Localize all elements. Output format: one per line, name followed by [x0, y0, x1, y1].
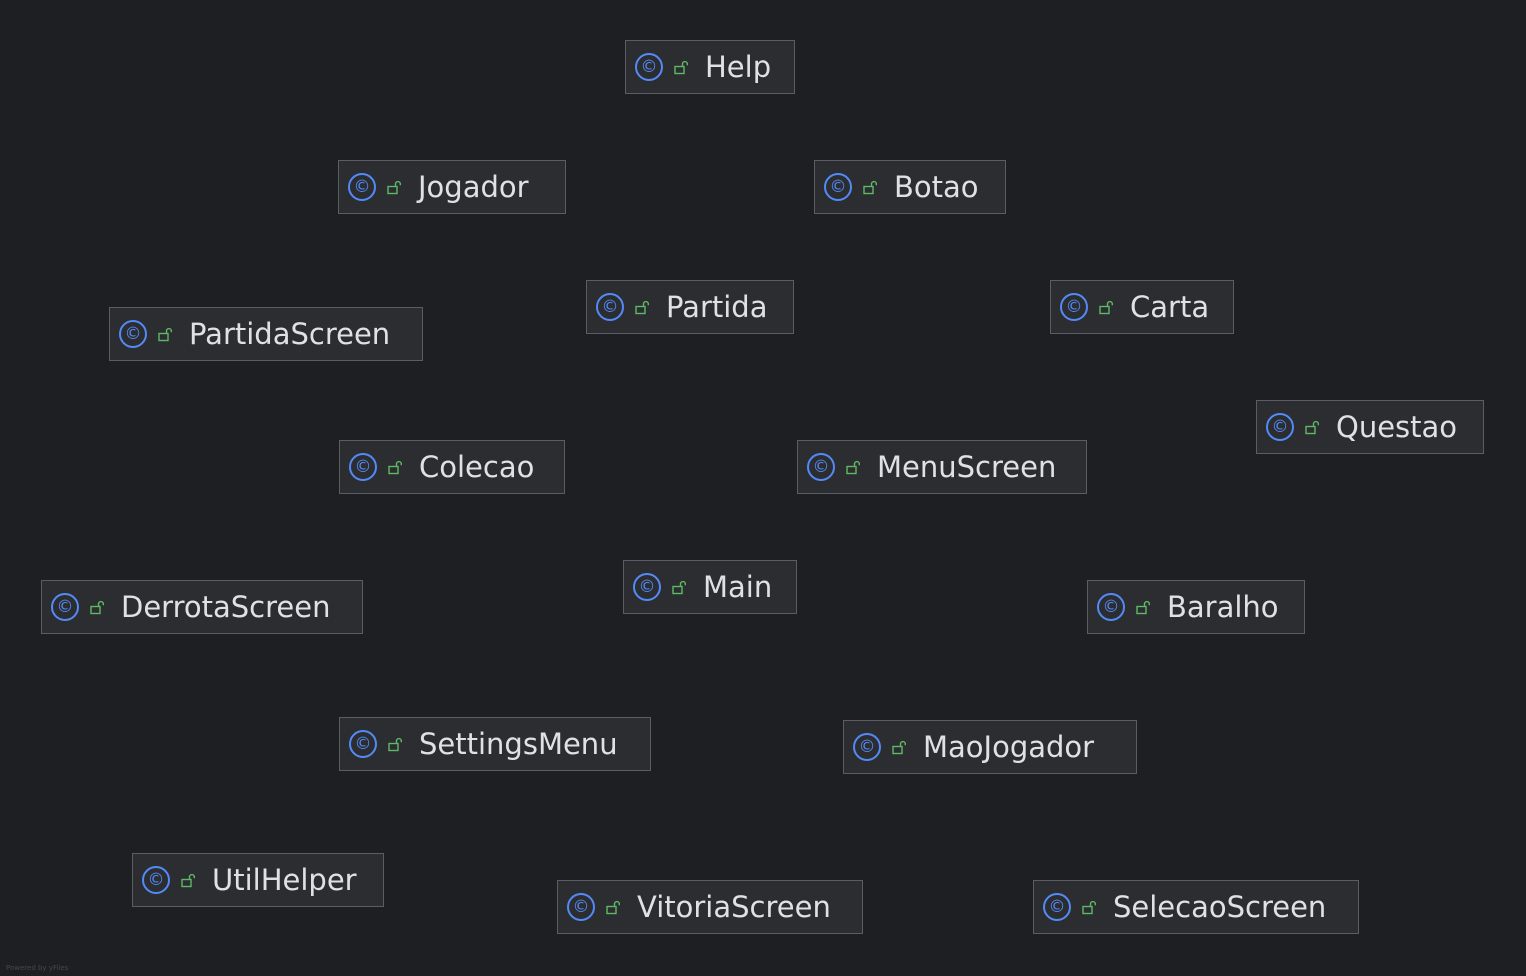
- public-lock-icon: [862, 179, 878, 195]
- class-name-label: Carta: [1130, 290, 1210, 324]
- class-node-questao[interactable]: © Questao: [1256, 400, 1484, 454]
- class-icon: ©: [51, 593, 79, 621]
- class-icon: ©: [119, 320, 147, 348]
- class-node-derrota-screen[interactable]: © DerrotaScreen: [41, 580, 363, 634]
- class-name-label: Botao: [894, 170, 979, 204]
- class-icon: ©: [635, 53, 663, 81]
- class-name-label: MaoJogador: [923, 730, 1095, 764]
- public-lock-icon: [1098, 299, 1114, 315]
- public-lock-icon: [1135, 599, 1151, 615]
- class-icon: ©: [1097, 593, 1125, 621]
- public-lock-icon: [180, 872, 196, 888]
- class-node-carta[interactable]: © Carta: [1050, 280, 1234, 334]
- public-lock-icon: [891, 739, 907, 755]
- class-node-mao-jogador[interactable]: © MaoJogador: [843, 720, 1137, 774]
- class-icon: ©: [1043, 893, 1071, 921]
- class-node-partida[interactable]: © Partida: [586, 280, 794, 334]
- class-node-selecao-screen[interactable]: © SelecaoScreen: [1033, 880, 1359, 934]
- class-icon: ©: [349, 730, 377, 758]
- class-name-label: PartidaScreen: [189, 317, 391, 351]
- class-name-label: SettingsMenu: [419, 727, 618, 761]
- class-name-label: UtilHelper: [212, 863, 357, 897]
- class-node-partida-screen[interactable]: © PartidaScreen: [109, 307, 423, 361]
- public-lock-icon: [89, 599, 105, 615]
- public-lock-icon: [387, 459, 403, 475]
- footer-watermark: Powered by yFiles: [6, 964, 69, 972]
- public-lock-icon: [386, 179, 402, 195]
- public-lock-icon: [1081, 899, 1097, 915]
- class-name-label: Baralho: [1167, 590, 1279, 624]
- class-name-label: DerrotaScreen: [121, 590, 331, 624]
- class-icon: ©: [349, 453, 377, 481]
- class-name-label: Colecao: [419, 450, 535, 484]
- class-icon: ©: [567, 893, 595, 921]
- class-node-help[interactable]: © Help: [625, 40, 795, 94]
- class-node-jogador[interactable]: © Jogador: [338, 160, 566, 214]
- class-icon: ©: [1266, 413, 1294, 441]
- class-node-main[interactable]: © Main: [623, 560, 797, 614]
- class-node-baralho[interactable]: © Baralho: [1087, 580, 1305, 634]
- class-node-colecao[interactable]: © Colecao: [339, 440, 565, 494]
- public-lock-icon: [157, 326, 173, 342]
- class-node-vitoria-screen[interactable]: © VitoriaScreen: [557, 880, 863, 934]
- class-node-util-helper[interactable]: © UtilHelper: [132, 853, 384, 907]
- class-name-label: VitoriaScreen: [637, 890, 831, 924]
- public-lock-icon: [605, 899, 621, 915]
- class-node-menu-screen[interactable]: © MenuScreen: [797, 440, 1087, 494]
- class-name-label: Help: [705, 50, 772, 84]
- class-icon: ©: [633, 573, 661, 601]
- public-lock-icon: [671, 579, 687, 595]
- class-node-settings-menu[interactable]: © SettingsMenu: [339, 717, 651, 771]
- class-icon: ©: [824, 173, 852, 201]
- class-name-label: SelecaoScreen: [1113, 890, 1327, 924]
- public-lock-icon: [634, 299, 650, 315]
- public-lock-icon: [673, 59, 689, 75]
- class-name-label: Questao: [1336, 410, 1458, 444]
- class-icon: ©: [348, 173, 376, 201]
- class-icon: ©: [853, 733, 881, 761]
- class-name-label: Partida: [666, 290, 768, 324]
- public-lock-icon: [845, 459, 861, 475]
- class-icon: ©: [596, 293, 624, 321]
- public-lock-icon: [387, 736, 403, 752]
- class-name-label: Jogador: [418, 170, 529, 204]
- class-icon: ©: [807, 453, 835, 481]
- class-node-botao[interactable]: © Botao: [814, 160, 1006, 214]
- class-icon: ©: [142, 866, 170, 894]
- class-name-label: MenuScreen: [877, 450, 1057, 484]
- class-name-label: Main: [703, 570, 773, 604]
- public-lock-icon: [1304, 419, 1320, 435]
- class-icon: ©: [1060, 293, 1088, 321]
